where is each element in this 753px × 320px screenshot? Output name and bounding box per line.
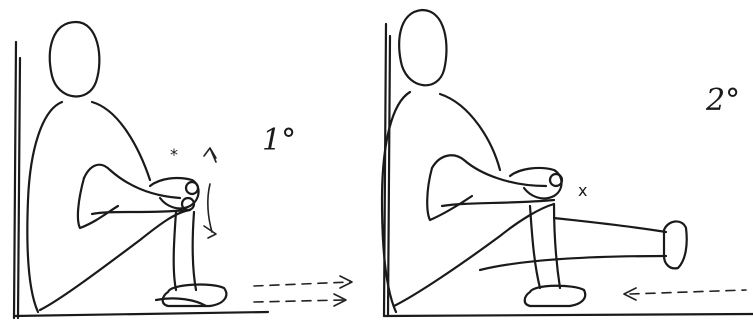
torso-front bbox=[78, 178, 118, 228]
shin-outline bbox=[174, 212, 176, 290]
shin-outline-2 bbox=[554, 204, 560, 288]
lift-arrow bbox=[208, 184, 212, 232]
shoulder-outline bbox=[440, 94, 500, 170]
sketch-step-2: x 2° bbox=[370, 0, 753, 320]
shoulder-outline bbox=[92, 102, 150, 180]
shin-outline-2 bbox=[193, 212, 196, 290]
lift-arrow-tail bbox=[204, 226, 216, 238]
extended-leg-upper bbox=[554, 218, 666, 232]
thigh-outline bbox=[40, 210, 190, 310]
slide-arrow-lower bbox=[254, 300, 344, 302]
step-number-label: 1° bbox=[262, 123, 296, 158]
floor-line bbox=[384, 314, 753, 316]
head-outline bbox=[50, 22, 100, 96]
step-number-label: 2° bbox=[705, 83, 740, 118]
extended-foot bbox=[664, 221, 687, 268]
arm-outline bbox=[432, 155, 546, 186]
foot-outline bbox=[525, 286, 586, 306]
arm-outline bbox=[84, 165, 180, 198]
exercise-step-2-illustration: x 2° bbox=[370, 0, 753, 320]
torso-front bbox=[427, 168, 472, 220]
shin-outline bbox=[530, 206, 540, 288]
head-outline bbox=[399, 10, 446, 85]
sketch-step-1: * 1° bbox=[0, 0, 370, 320]
wall-line bbox=[14, 42, 20, 318]
marker-asterisk: * bbox=[170, 145, 178, 164]
extended-leg-lower bbox=[480, 256, 666, 270]
floor-line bbox=[14, 312, 268, 316]
hand-knuckle bbox=[186, 182, 198, 194]
back-outline bbox=[27, 102, 62, 312]
return-arrow bbox=[630, 290, 746, 294]
slide-arrow bbox=[254, 282, 350, 286]
marker-x: x bbox=[578, 181, 587, 200]
lift-arrow-head bbox=[204, 148, 216, 162]
exercise-step-1-illustration: * 1° bbox=[0, 0, 370, 320]
